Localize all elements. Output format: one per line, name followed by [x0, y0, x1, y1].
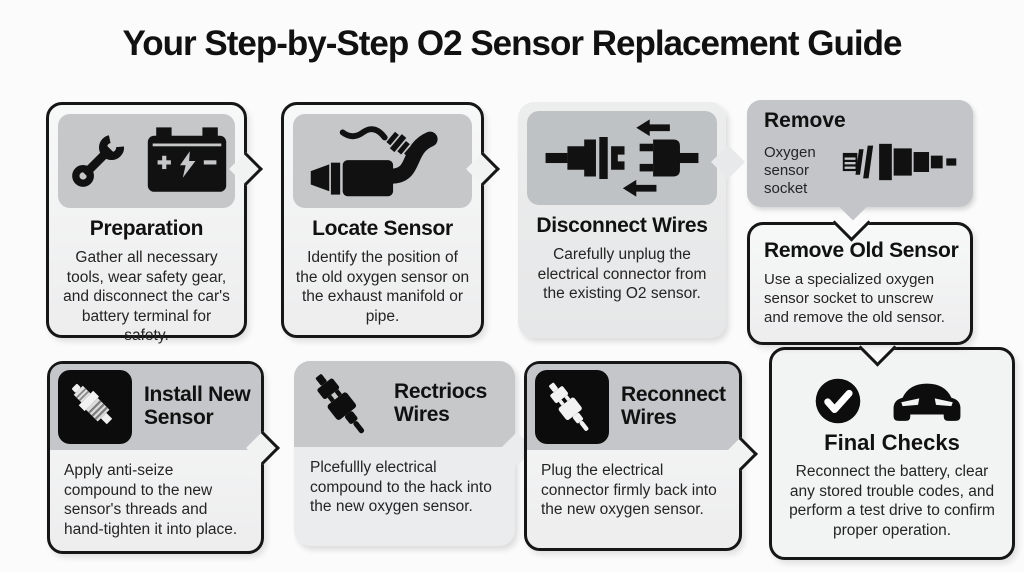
step7-icon-tile	[535, 370, 609, 444]
plug-connector-icon	[306, 366, 382, 442]
step-card-preparation: Preparation Gather all necessary tools, …	[46, 102, 263, 344]
exhaust-pipe-sensor-icon	[304, 119, 462, 203]
step5-icon-tile	[58, 370, 132, 444]
step-card-rectriocs-wires: Rectriocs Wires Plcefullly electrical co…	[294, 361, 534, 546]
plug-connector-icon	[541, 376, 603, 438]
callout-heading: Remove	[764, 109, 846, 132]
unplug-connectors-icon	[538, 116, 706, 200]
step-description: Apply anti-seize compound to the new sen…	[64, 462, 238, 538]
step-card-disconnect-wires: Disconnect Wires Carefully unplug the el…	[518, 102, 745, 338]
step-title: Reconnect Wires	[621, 383, 726, 429]
remove-callout-bubble: Remove Oxygen sensor socket	[747, 100, 973, 221]
car-battery-icon	[145, 127, 229, 195]
step-title: Disconnect Wires	[536, 214, 708, 237]
step-title: Rectriocs Wires	[394, 380, 488, 426]
step-description: Reconnect the battery, clear any stored …	[789, 463, 995, 540]
page-title: Your Step-by-Step O2 Sensor Replacement …	[122, 24, 903, 63]
step-title: Preparation	[89, 217, 204, 240]
check-circle-icon	[814, 377, 862, 425]
step6-header-band: Rectriocs Wires	[294, 361, 515, 447]
step-description: Identify the position of the old oxygen …	[295, 249, 470, 325]
step7-header-band: Reconnect Wires	[527, 364, 739, 450]
step-card-install-new-sensor: Install New Sensor Apply anti-seize comp…	[47, 361, 280, 554]
step5-header-band: Install New Sensor	[50, 364, 261, 450]
step-card-remove-old-sensor: Remove Old Sensor Use a specialized oxyg…	[747, 203, 973, 345]
step-title: Locate Sensor	[312, 217, 453, 240]
step-card-reconnect-wires: Reconnect Wires Plug the electrical conn…	[524, 361, 758, 551]
wrench-icon	[65, 128, 131, 194]
step-title: Remove Old Sensor	[764, 239, 959, 262]
step-title: Install New Sensor	[144, 383, 251, 429]
step-card-locate-sensor: Locate Sensor Identify the position of t…	[281, 102, 500, 338]
step-description: Gather all necessary tools, wear safety …	[63, 249, 230, 345]
oxygen-sensor-socket-icon	[841, 142, 959, 182]
step1-icon-panel	[58, 114, 235, 208]
step-description: Plug the electrical connector firmly bac…	[541, 462, 717, 519]
step-title: Final Checks	[824, 430, 960, 455]
step2-icon-panel	[293, 114, 472, 208]
step8-icons	[772, 374, 1012, 428]
step-description: Plcefullly electrical compound to the ha…	[310, 459, 492, 516]
step3-icon-panel	[527, 111, 717, 205]
car-icon	[884, 374, 970, 428]
step-card-final-checks: Final Checks Reconnect the battery, clea…	[769, 328, 1015, 560]
spark-plug-icon	[63, 375, 127, 439]
step-description: Use a specialized oxygen sensor socket t…	[764, 271, 945, 326]
callout-note: Oxygen sensor socket	[764, 144, 816, 197]
step-description: Carefully unplug the electrical connecto…	[537, 246, 707, 303]
